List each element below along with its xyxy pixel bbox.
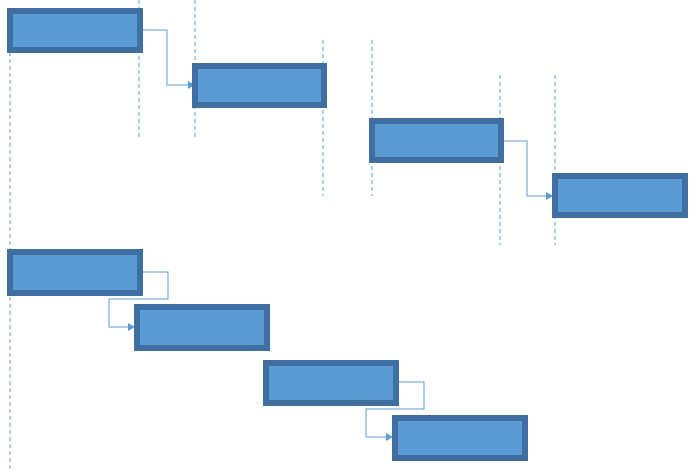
arrow-head-icon xyxy=(546,192,553,200)
arrow-head-icon xyxy=(188,81,195,89)
task-bar-a4[interactable] xyxy=(552,173,688,218)
task-bar-a2[interactable] xyxy=(192,63,327,108)
dependency-connector xyxy=(503,140,546,197)
task-bar-a1[interactable] xyxy=(7,8,143,53)
task-bar-a3[interactable] xyxy=(369,118,504,163)
connectors-group-b xyxy=(108,271,425,441)
arrow-head-icon xyxy=(128,323,135,331)
arrow-head-icon xyxy=(386,433,393,441)
task-bar-b2[interactable] xyxy=(134,304,270,351)
dependency-connector xyxy=(108,271,169,328)
task-bar-b3[interactable] xyxy=(263,360,399,406)
task-bar-b4[interactable] xyxy=(392,415,528,461)
dependency-connector xyxy=(142,29,188,86)
task-bars xyxy=(7,8,688,461)
connectors-group-a xyxy=(142,29,553,200)
task-bar-b1[interactable] xyxy=(7,249,143,296)
dependency-connector xyxy=(365,381,425,438)
